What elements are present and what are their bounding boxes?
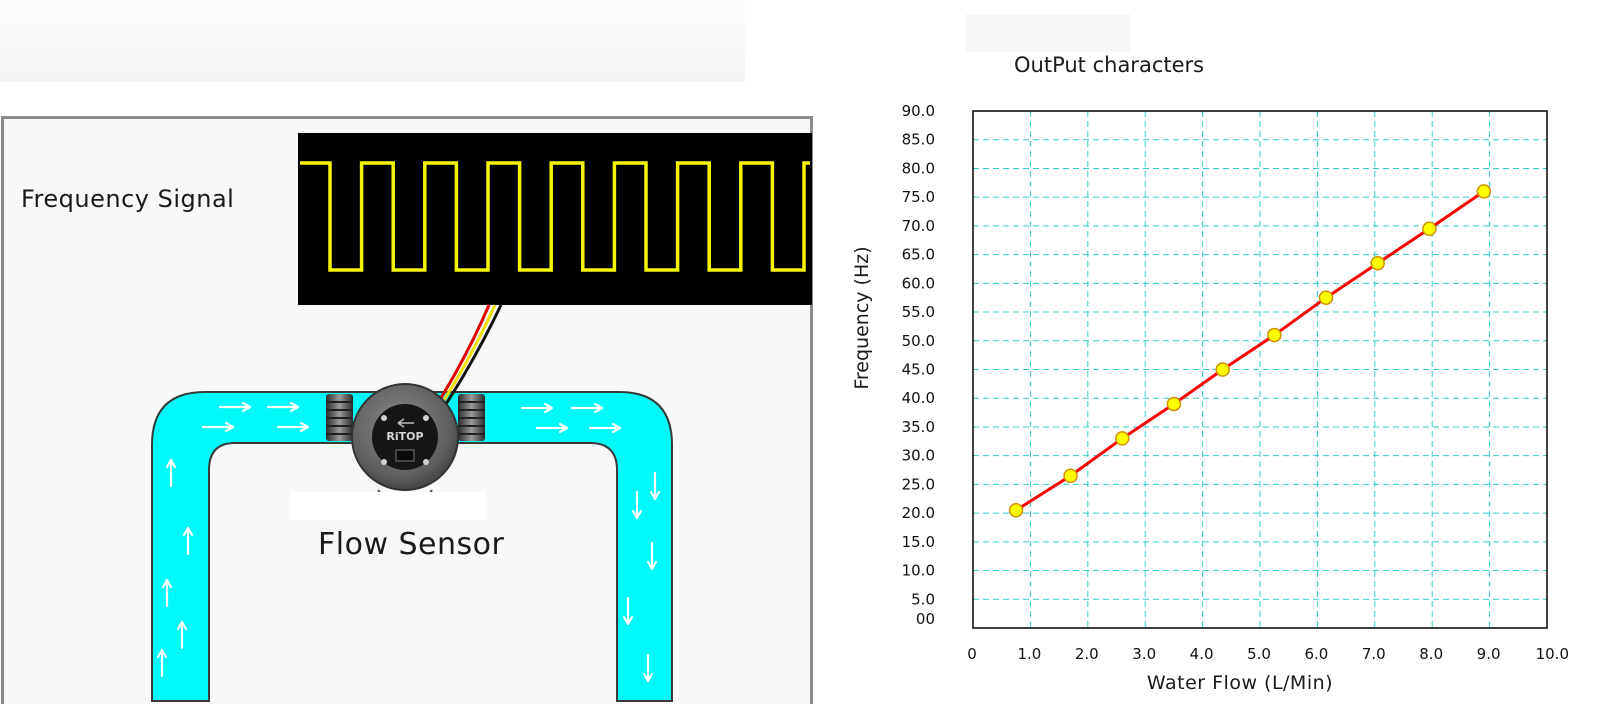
data-point — [1008, 502, 1024, 518]
sensor-thread-right — [458, 394, 485, 441]
output-chart: 00 5.0 10.0 15.0 20.0 25.0 30.0 35.0 40.0 45.0 50.… — [851, 102, 1569, 694]
x-tick-label: 0 — [967, 645, 977, 663]
y-tick-label: 45.0 — [902, 361, 935, 379]
x-axis-label: Water Flow (L/Min) — [1147, 672, 1333, 694]
x-tick-label: 10.0 — [1536, 645, 1569, 663]
data-point — [1063, 468, 1078, 484]
chart-title: OutPut characters — [1014, 53, 1205, 77]
y-tick-label: 65.0 — [902, 246, 935, 264]
x-tick-label: 8.0 — [1419, 645, 1443, 663]
y-tick-label: 5.0 — [911, 590, 935, 608]
flow-arrow-icon — [520, 402, 554, 414]
chart-grid — [973, 111, 1547, 628]
y-tick-label: 30.0 — [902, 447, 935, 465]
flow-arrow-icon — [176, 620, 188, 650]
sensor-label-backdrop — [290, 492, 486, 520]
x-tick-label: 7.0 — [1362, 645, 1386, 663]
y-tick-label: 20.0 — [902, 504, 935, 522]
top-banner-strip — [0, 0, 745, 82]
x-tick-label: 4.0 — [1190, 645, 1214, 663]
flow-arrow-icon — [588, 422, 622, 434]
series-points — [1008, 184, 1492, 518]
y-tick-label: 50.0 — [902, 332, 935, 350]
x-tick-label: 1.0 — [1017, 645, 1041, 663]
flow-arrow-icon — [646, 541, 658, 571]
chart-plot-frame — [972, 110, 1548, 629]
flow-arrow-icon — [182, 526, 194, 556]
x-tick-label: 9.0 — [1477, 645, 1501, 663]
data-point — [1166, 396, 1182, 412]
sensor-logo: RiTOP — [386, 430, 423, 443]
y-tick-label: 85.0 — [902, 131, 935, 149]
y-tick-label: 00 — [916, 610, 935, 628]
data-point — [1318, 290, 1334, 305]
frequency-signal-label: Frequency Signal — [21, 185, 235, 213]
flow-arrows — [156, 401, 661, 683]
flow-arrow-icon — [649, 471, 661, 501]
y-tick-label: 40.0 — [902, 389, 935, 407]
y-tick-label: 70.0 — [902, 217, 935, 235]
flow-arrow-icon — [622, 596, 634, 626]
x-tick-label: 2.0 — [1075, 645, 1099, 663]
y-tick-label: 60.0 — [902, 274, 935, 292]
data-point — [1215, 362, 1230, 377]
data-point — [1267, 327, 1282, 343]
x-tick-label: 6.0 — [1304, 645, 1328, 663]
y-tick-label: 55.0 — [902, 303, 935, 321]
square-wave-signal — [300, 161, 810, 272]
y-tick-label: 15.0 — [902, 533, 935, 551]
y-tick-label: 80.0 — [902, 159, 935, 177]
data-point — [1422, 221, 1437, 237]
x-tick-label: 5.0 — [1247, 645, 1271, 663]
chart-title-backdrop — [966, 14, 1130, 52]
y-axis-ticks: 00 5.0 10.0 15.0 20.0 25.0 30.0 35.0 40.0 45.0 50.… — [902, 102, 935, 628]
y-tick-label: 35.0 — [902, 418, 935, 436]
x-tick-label: 3.0 — [1132, 645, 1156, 663]
series-line — [1015, 190, 1485, 512]
sensor-thread-left — [326, 394, 353, 441]
signal-scope-panel — [298, 133, 812, 305]
data-point — [1370, 255, 1385, 271]
flow-arrow-icon — [276, 421, 310, 433]
y-tick-label: 75.0 — [902, 188, 935, 206]
flow-arrow-icon — [535, 422, 569, 434]
x-axis-ticks: 0 1.0 2.0 3.0 4.0 5.0 6.0 7.0 8.0 9.0 10.0 — [967, 645, 1569, 663]
y-tick-label: 25.0 — [902, 475, 935, 493]
y-tick-label: 10.0 — [902, 562, 935, 580]
flow-arrow-icon — [642, 653, 654, 683]
y-axis-label: Frequency (Hz) — [851, 246, 873, 389]
flow-sensor-label: Flow Sensor — [318, 527, 505, 562]
flow-arrow-icon — [570, 402, 604, 414]
flow-arrow-icon — [218, 401, 252, 413]
flow-arrow-icon — [156, 648, 168, 678]
flow-arrow-icon — [266, 401, 300, 413]
data-point — [1114, 431, 1130, 446]
y-tick-label: 90.0 — [902, 102, 935, 120]
water-pipe — [151, 391, 673, 702]
flow-arrow-icon — [201, 421, 235, 433]
flow-sensor-icon: RiTOP — [351, 383, 459, 499]
flow-arrow-icon — [631, 490, 643, 520]
flow-arrow-icon — [161, 578, 173, 608]
data-point — [1476, 184, 1492, 199]
flow-arrow-icon — [165, 458, 177, 488]
